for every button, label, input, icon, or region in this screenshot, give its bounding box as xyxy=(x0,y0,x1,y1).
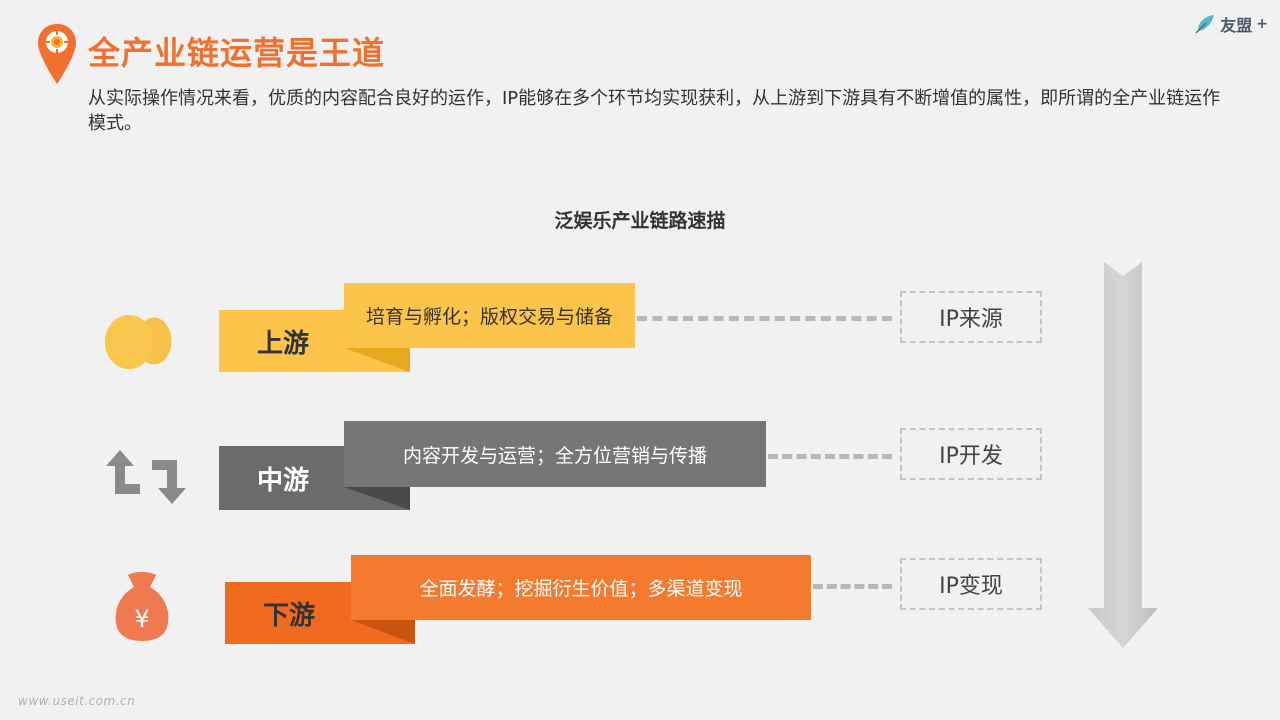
stage-label-text: 上游 xyxy=(257,328,310,359)
leaf-logo-icon xyxy=(1195,15,1215,34)
svg-text:¥: ¥ xyxy=(134,605,149,633)
ip-develop-box: IP开发 xyxy=(900,428,1042,480)
stage-desc-text: 全面发酵；挖掘衍生价值；多渠道变现 xyxy=(419,578,743,600)
ip-monetize-box: IP变现 xyxy=(900,558,1042,610)
ip-label: IP开发 xyxy=(939,444,1003,469)
ip-label: IP来源 xyxy=(939,307,1003,332)
description: 从实际操作情况来看，优质的内容配合良好的运作，IP能够在多个环节均实现获利，从上… xyxy=(88,88,1221,134)
eggs-icon xyxy=(105,314,175,369)
down-arrow-icon xyxy=(1088,262,1158,648)
fold-shadow xyxy=(351,620,415,644)
stage-downstream-desc: 全面发酵；挖掘衍生价值；多渠道变现 xyxy=(351,555,811,620)
stage-desc-text: 培育与孵化；版权交易与储备 xyxy=(365,306,613,328)
money-bag-icon: ¥ xyxy=(115,572,169,641)
dashed-connector xyxy=(813,584,892,589)
ip-label: IP变现 xyxy=(939,574,1003,599)
stage-label-text: 中游 xyxy=(257,465,310,496)
fold-shadow xyxy=(344,348,410,372)
stage-upstream-desc: 培育与孵化；版权交易与储备 xyxy=(344,283,635,348)
watermark: www.useit.com.cn xyxy=(18,694,136,708)
brand-name: 友盟 xyxy=(1220,16,1253,35)
ip-source-box: IP来源 xyxy=(900,291,1042,343)
dashed-connector xyxy=(637,316,892,321)
brand-logo: 友盟 + xyxy=(1194,12,1268,36)
diagram-subtitle: 泛娱乐产业链路速描 xyxy=(554,210,726,232)
location-pin-icon xyxy=(38,24,76,84)
repeat-arrows-icon xyxy=(106,450,186,504)
dashed-connector xyxy=(768,454,892,459)
stage-label-text: 下游 xyxy=(263,600,316,631)
page-title: 全产业链运营是王道 xyxy=(88,34,386,72)
stage-desc-text: 内容开发与运营；全方位营销与传播 xyxy=(402,444,707,467)
stage-midstream-desc: 内容开发与运营；全方位营销与传播 xyxy=(344,421,766,487)
brand-plus: + xyxy=(1256,16,1268,32)
fold-shadow xyxy=(344,487,410,510)
